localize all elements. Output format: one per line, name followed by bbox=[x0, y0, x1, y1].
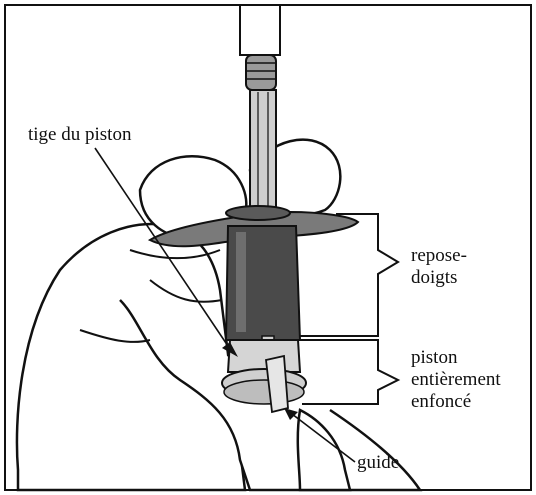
label-plunger-line1: piston bbox=[411, 347, 501, 369]
flange-collar bbox=[226, 206, 290, 220]
needle-guard bbox=[228, 340, 300, 372]
label-finger-grip-line2: doigts bbox=[411, 267, 467, 289]
plunger-rod-body bbox=[250, 90, 276, 208]
label-plunger-rod-text: tige du piston bbox=[28, 124, 131, 146]
label-plunger-depressed: piston entièrement enfoncé bbox=[411, 347, 501, 413]
plunger-rod-top bbox=[240, 5, 280, 55]
label-finger-grip-line1: repose- bbox=[411, 245, 467, 267]
label-guide: guide bbox=[357, 452, 399, 474]
label-guide-text: guide bbox=[357, 452, 399, 474]
plunger-head bbox=[246, 55, 276, 90]
label-plunger-rod: tige du piston bbox=[28, 124, 131, 146]
label-finger-grip: repose- doigts bbox=[411, 245, 467, 289]
bracket-plunger bbox=[300, 340, 398, 404]
label-plunger-line3: enfoncé bbox=[411, 391, 501, 413]
barrel-highlight bbox=[236, 232, 246, 332]
label-plunger-line2: entièrement bbox=[411, 369, 501, 391]
